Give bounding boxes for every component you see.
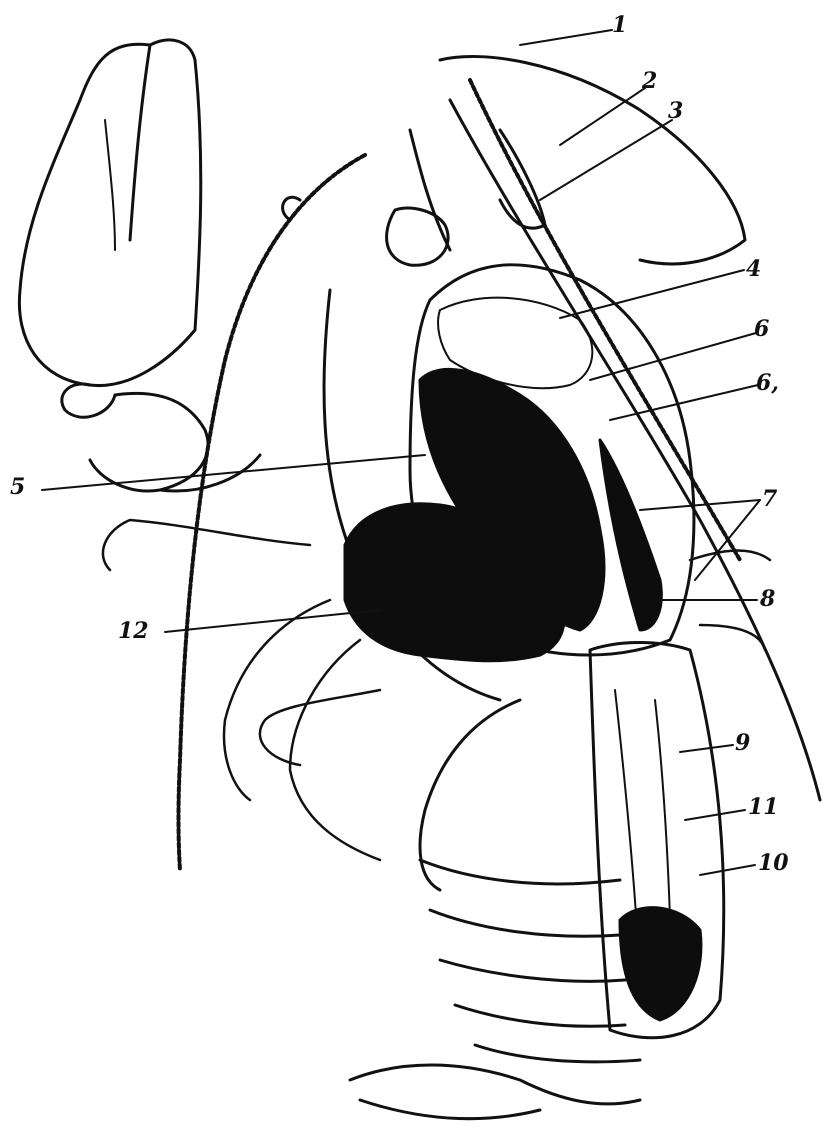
- label-3: 3: [668, 100, 683, 122]
- label-11: 11: [748, 796, 779, 818]
- label-9: 9: [735, 732, 750, 754]
- claw-drawing: [19, 40, 260, 491]
- label-6: 6: [754, 318, 769, 340]
- label-4: 4: [746, 258, 761, 280]
- label-1: 1: [612, 14, 627, 36]
- label-7: 7: [762, 488, 777, 510]
- label-5: 5: [10, 476, 25, 498]
- leader-lines: [42, 30, 760, 875]
- abdomen-drawing: [350, 643, 724, 1119]
- label-10: 10: [758, 852, 789, 874]
- label-12: 12: [118, 620, 149, 642]
- organ-masses: [345, 369, 661, 660]
- label-8: 8: [760, 588, 775, 610]
- label-6-prime: 6,: [756, 372, 779, 394]
- label-2: 2: [642, 70, 657, 92]
